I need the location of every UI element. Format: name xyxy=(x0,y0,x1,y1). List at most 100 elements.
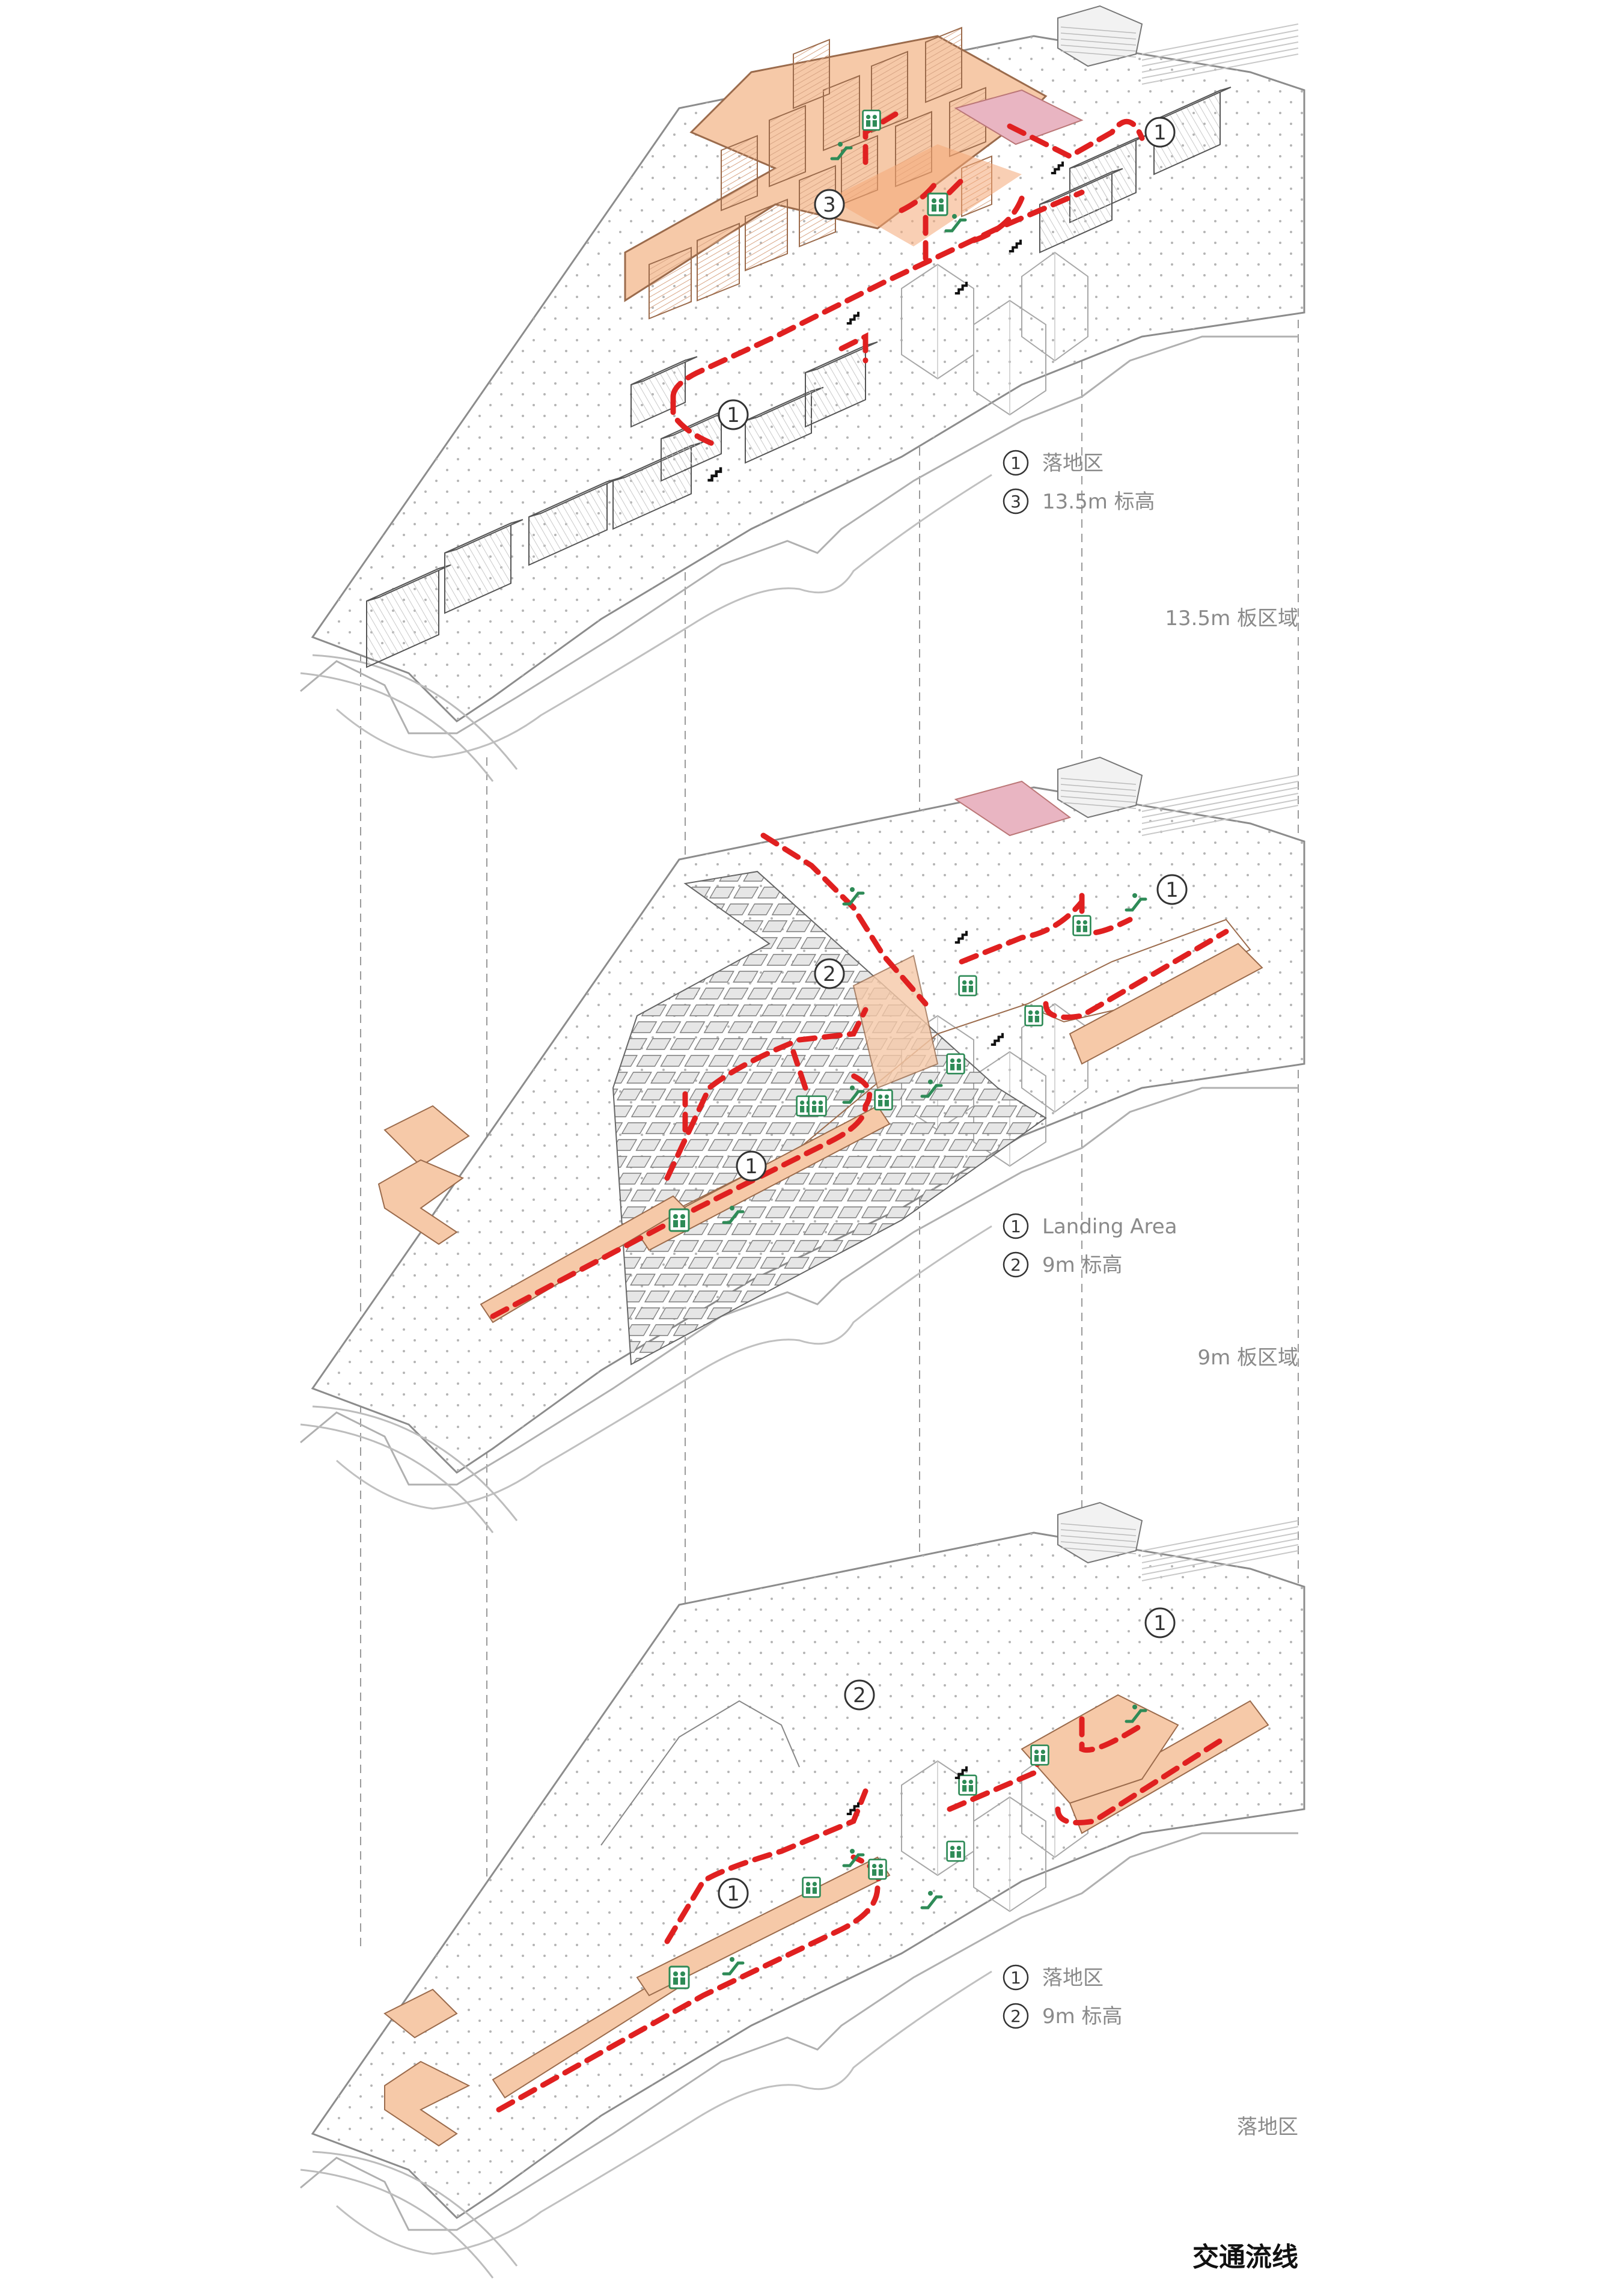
legend-text: 13.5m 标高 xyxy=(1042,490,1155,514)
rail-line xyxy=(1141,47,1299,79)
elevator-icon xyxy=(668,1965,690,1989)
tower-roof xyxy=(805,341,878,373)
road-curve xyxy=(312,654,518,770)
road-curve xyxy=(312,2151,518,2267)
station-block xyxy=(954,89,1084,145)
station-block xyxy=(954,780,1072,837)
road-curve xyxy=(300,1423,494,1533)
rail-line xyxy=(1141,787,1299,818)
tan-tower xyxy=(925,26,962,103)
diagram-title: 交通流线 xyxy=(1192,2242,1298,2273)
landmark-stripe xyxy=(1060,1541,1137,1548)
podium-lshape xyxy=(384,2060,471,2147)
flow-route xyxy=(664,1007,868,1181)
road-curve xyxy=(300,2169,494,2279)
legend-number: 2 xyxy=(1010,1255,1021,1275)
legend-circle xyxy=(1003,1964,1029,1991)
landmark-stripe xyxy=(1060,790,1137,797)
legend-text: Landing Area xyxy=(1042,1215,1177,1239)
elevator-icon xyxy=(868,1858,887,1880)
rail-line xyxy=(1141,781,1299,812)
landmark-stripe xyxy=(1060,26,1137,34)
legend-circle xyxy=(1003,1213,1029,1239)
legend-circle xyxy=(1003,450,1029,476)
tower-roof xyxy=(444,519,524,554)
tan-tower xyxy=(769,105,806,188)
rail-line xyxy=(1141,793,1299,824)
landmark-stripe xyxy=(1060,784,1137,791)
flow-route xyxy=(1079,1716,1145,1753)
legend-number: 1 xyxy=(1010,1968,1021,1988)
flow-route xyxy=(959,899,1085,965)
flow-route xyxy=(1055,1734,1229,1825)
tan-tower xyxy=(697,222,740,302)
podium-east xyxy=(1021,1694,1179,1804)
flow-route xyxy=(670,189,1085,400)
flow-route xyxy=(862,111,899,165)
rail-line xyxy=(1141,41,1299,73)
legend-circle xyxy=(1003,1251,1029,1278)
legend-text: 9m 标高 xyxy=(1042,2004,1123,2029)
tan-tower xyxy=(649,246,692,320)
flow-route xyxy=(1043,929,1229,1020)
elevator-icon xyxy=(1030,1744,1049,1766)
shoreline-outer xyxy=(336,474,992,759)
landmark-stripe xyxy=(1060,50,1137,58)
shoreline-outer xyxy=(336,1225,992,1510)
elevator-icon xyxy=(862,109,881,131)
callout-circle xyxy=(814,189,845,220)
deck-east xyxy=(1069,942,1263,1065)
callout-number: 1 xyxy=(727,403,740,427)
landmark-stripe xyxy=(1060,38,1137,46)
flow-route xyxy=(670,394,718,448)
legend-number: 2 xyxy=(1010,2006,1021,2026)
shoreline-outer xyxy=(336,1970,992,2255)
shoreline xyxy=(300,1832,1298,2231)
callout-circle xyxy=(1144,117,1176,148)
elevator-icon xyxy=(668,1208,690,1232)
flow-route xyxy=(1007,118,1145,160)
flow-route xyxy=(971,195,1025,243)
callout-circle xyxy=(814,958,845,989)
flow-route xyxy=(790,1049,808,1091)
callout-circle xyxy=(718,1878,749,1909)
elevator-icon xyxy=(958,1774,977,1796)
flow-route xyxy=(923,177,965,261)
landmark-stripe xyxy=(1060,1529,1137,1536)
callout-number: 1 xyxy=(1165,878,1179,902)
callout-circle xyxy=(844,1679,875,1711)
rail-line xyxy=(1141,799,1299,830)
callout-circle xyxy=(1156,874,1188,905)
tan-tower xyxy=(793,38,830,109)
elevator-icon xyxy=(808,1095,827,1117)
callout-circle xyxy=(736,1150,767,1182)
callout-number: 1 xyxy=(727,1882,740,1906)
podium-lshape xyxy=(377,1159,465,1245)
flow-route xyxy=(760,832,929,1007)
rail-line xyxy=(1141,1544,1299,1575)
elevator-icon xyxy=(1072,915,1091,936)
rail-line xyxy=(1141,1520,1299,1551)
rail-line xyxy=(1141,35,1299,67)
landmark-stripe xyxy=(1060,1535,1137,1542)
elevator-icon xyxy=(946,1053,965,1075)
road-curve xyxy=(300,672,494,782)
rail-line xyxy=(1141,1550,1299,1581)
tower-roof xyxy=(630,356,698,385)
midrise-block-grid xyxy=(612,870,1047,1366)
flow-route xyxy=(838,332,868,364)
legend-number: 1 xyxy=(1010,453,1021,473)
elevator-icon xyxy=(874,1089,893,1111)
road-curve xyxy=(312,1405,518,1521)
callout-circle xyxy=(718,399,749,430)
shoreline xyxy=(300,1087,1298,1486)
rail-line xyxy=(1141,1526,1299,1557)
legend-text: 落地区 xyxy=(1042,451,1104,475)
rail-line xyxy=(1141,1538,1299,1569)
rail-line xyxy=(1141,805,1299,836)
landmark-stripe xyxy=(1060,802,1137,809)
